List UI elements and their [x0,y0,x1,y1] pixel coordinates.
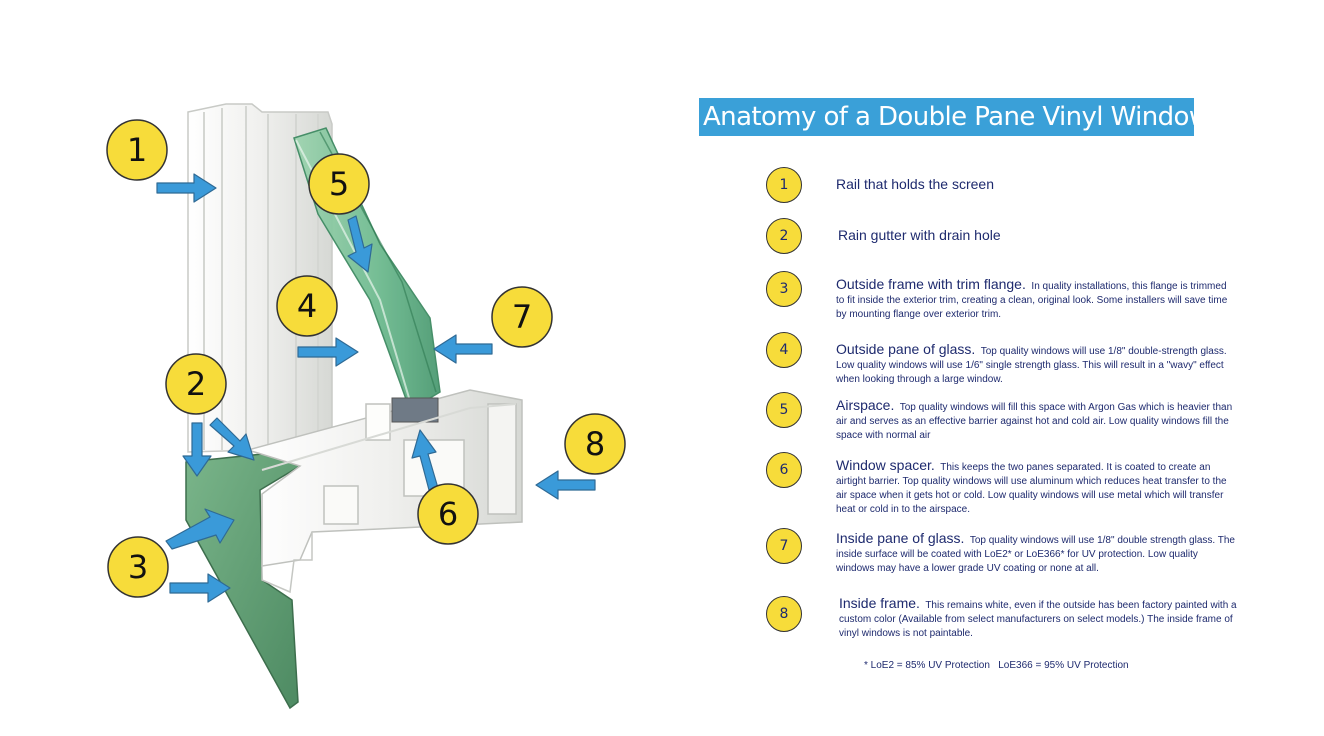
legend-badge-7: 7 [766,528,802,564]
callout-8-label: 8 [585,425,605,463]
callout-6-circle [417,483,479,545]
arrow-5 [347,215,373,273]
callout-7-circle [491,286,553,348]
legend-badge-6: 6 [766,452,802,488]
callout-5-label: 5 [329,165,349,203]
legend-badge-3: 3 [766,271,802,307]
arrow-6 [411,429,439,491]
callout-2-circle [165,353,227,415]
arrow-2b [209,417,255,461]
window-cross-section-diagram: 1 2 3 4 5 6 7 8 [106,103,626,710]
callout-4-label: 4 [297,287,317,325]
legend-title-7: Inside pane of glass. [836,530,965,546]
callout-5-circle [308,153,370,215]
page-title: Anatomy of a Double Pane Vinyl Window [699,98,1210,136]
legend-desc-7: Top quality windows will use 1/8" double… [836,535,1235,574]
legend-badge-2: 2 [766,218,802,254]
callout-2-label: 2 [186,365,206,403]
legend-title-1: Rail that holds the screen [836,176,994,192]
legend-desc-3: In quality installations, this flange is… [836,281,1228,320]
legend-title-8: Inside frame. [839,595,920,611]
arrow-1 [156,173,217,203]
arrow-3b [169,573,231,603]
callout-3-label: 3 [128,548,148,586]
callout-8-circle [564,413,626,475]
legend-badge-4: 4 [766,332,802,368]
legend-badge-8: 8 [766,596,802,632]
legend-title-6: Window spacer. [836,457,935,473]
arrow-2a [182,422,212,477]
legend-title-5: Airspace. [836,397,895,413]
callout-1-circle [106,119,168,181]
legend-desc-5: Top quality windows will fill this space… [836,402,1233,441]
callout-4-circle [276,275,338,337]
legend-title-2: Rain gutter with drain hole [838,227,1001,243]
callout-6-label: 6 [438,495,458,533]
arrow-8 [535,470,596,500]
legend-desc-6: This keeps the two panes separated. It i… [836,462,1227,515]
legend-title-4: Outside pane of glass. [836,341,976,357]
uv-protection-footnote: * LoE2 = 85% UV Protection LoE366 = 95% … [864,660,1129,671]
arrow-7 [433,334,493,364]
legend-title-3: Outside frame with trim flange. [836,276,1026,292]
arrow-4 [297,337,359,367]
legend-badge-1: 1 [766,167,802,203]
callout-7-label: 7 [512,298,532,336]
callout-3-circle [107,536,169,598]
legend-badge-5: 5 [766,392,802,428]
legend-desc-4: Top quality windows will use 1/8" double… [836,346,1227,385]
arrow-3a [165,508,235,550]
callout-1-label: 1 [127,131,147,169]
legend-desc-8: This remains white, even if the outside … [839,600,1237,639]
